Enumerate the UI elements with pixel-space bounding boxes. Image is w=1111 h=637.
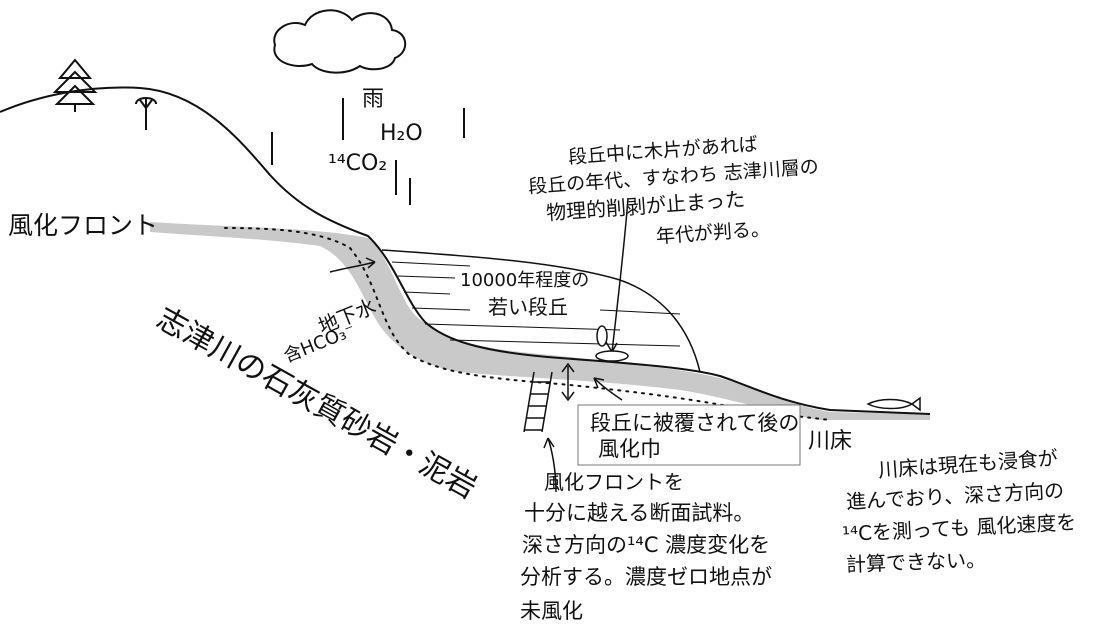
cloud-icon: [273, 9, 407, 74]
covered-width-line-1: 段丘に被覆されて後の: [590, 411, 800, 435]
riverbed-mark: [866, 396, 921, 412]
terrace-label-line-2: 若い段丘: [488, 295, 568, 319]
section-note-arrow: [547, 437, 557, 493]
riverbed-label: 川床: [808, 429, 853, 454]
rain-streaks: [271, 98, 465, 205]
conifer-tree-icon: [52, 58, 98, 112]
water-label: H₂O: [380, 121, 423, 146]
weathering-width-arrow: [561, 362, 575, 402]
ground-surface-line: [0, 86, 931, 415]
weathering-front-line: [224, 227, 831, 421]
covered-width-line-2: 風化巾: [598, 437, 661, 461]
section-note-line-3: 深さ方向の¹⁴C 濃度変化を: [522, 533, 771, 557]
section-note-line-1: 風化フロントを: [544, 470, 684, 494]
section-note-line-5: 未風化: [520, 599, 583, 623]
broadleaf-tree-icon: [135, 97, 157, 130]
co2-label: ¹⁴CO₂: [328, 151, 388, 176]
wood-note-arrow: [611, 197, 629, 353]
section-note-line-4: 分析する。濃度ゼロ地点が: [520, 565, 772, 589]
terrace-label-line-1: 10000年程度の: [460, 270, 590, 291]
groundwater-arrow: [329, 261, 376, 273]
covered-width-arrow: [593, 377, 623, 401]
terrace-deposit-outline: [381, 249, 701, 373]
wood-fragment-icon: [596, 325, 608, 347]
rain-label: 雨: [362, 87, 385, 112]
section-sample-ladder: [523, 371, 553, 433]
terrace-strata-lines: [391, 261, 681, 347]
weathering-front-label: 風化フロント: [8, 211, 159, 240]
riverbed-note-line-4: 計算できない。: [845, 547, 987, 577]
wood-fragment-icon: [595, 350, 629, 362]
section-note-line-2: 十分に越える断面試料。: [524, 501, 755, 525]
groundwater-line-2: 含HCO₃⁻: [280, 319, 359, 368]
covered-width-label-box: [577, 404, 801, 466]
